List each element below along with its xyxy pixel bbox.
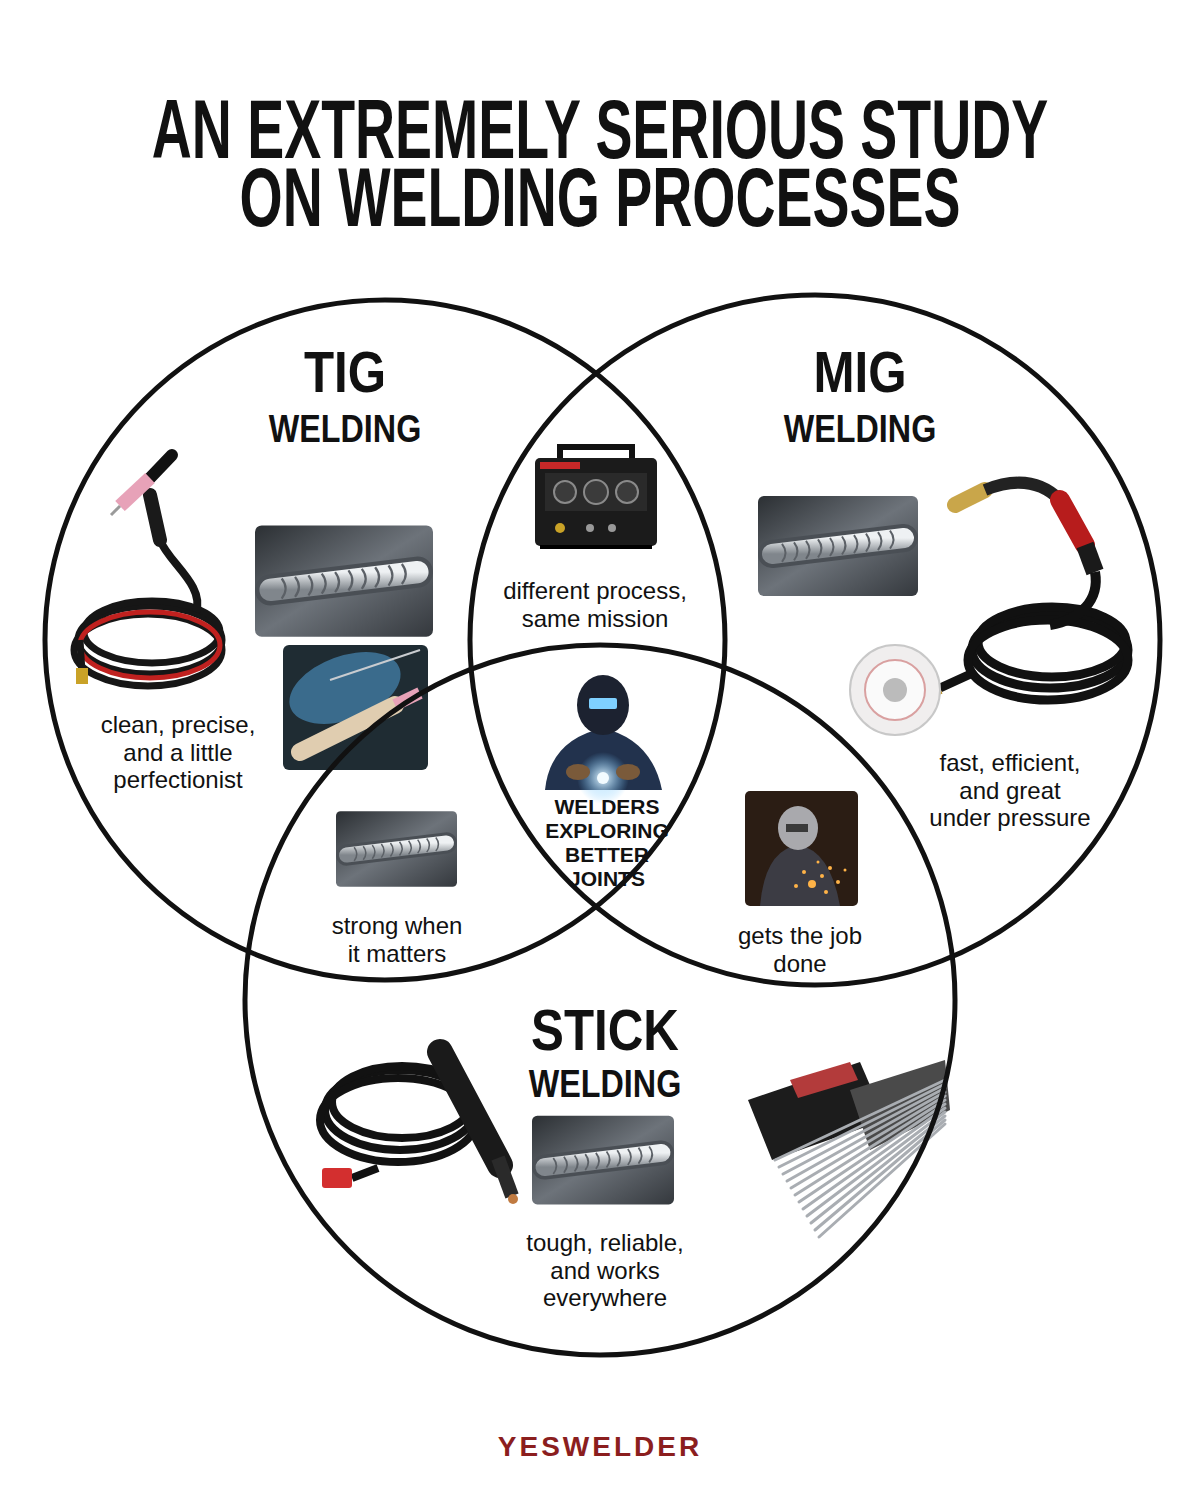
welder-illustration-part <box>566 764 590 780</box>
welder-photo-part <box>786 824 808 832</box>
tig-hand-photo-part <box>330 650 420 680</box>
tig-torch-illustration-part <box>120 478 150 506</box>
circle-description: clean, precise, and a little perfectioni… <box>94 711 262 794</box>
welder-illustration-part <box>597 772 609 784</box>
welder-photo-part-part <box>824 890 828 894</box>
welder-photo-part <box>794 861 847 895</box>
welder-illustration-part <box>616 764 640 780</box>
welder-photo-part-part <box>808 880 816 888</box>
wire-spool-illustration-part <box>850 645 940 735</box>
wire-spool-illustration-part <box>883 678 907 702</box>
tig-torch-illustration-part <box>111 506 120 515</box>
welding-machine-illustration-part <box>555 523 565 533</box>
overlap-label: different process, same mission <box>493 577 698 632</box>
mig-gun-illustration-part <box>985 483 1060 500</box>
wire-spool-illustration <box>850 645 940 735</box>
welding-machine-illustration-part <box>554 481 576 503</box>
circle-description: tough, reliable, and works everywhere <box>521 1229 689 1312</box>
welder-photo <box>745 791 858 906</box>
electrode-box-illustration-part-part <box>811 1116 945 1223</box>
mig-gun-illustration <box>918 483 1128 700</box>
brand-watermark: YESWELDER <box>400 1431 800 1463</box>
welding-machine-illustration-part <box>584 480 608 504</box>
weld-bead-photo <box>532 1116 674 1205</box>
circle-subheading: WELDING <box>469 1063 741 1107</box>
circle-heading: MIG <box>724 339 996 406</box>
electrode-holder-illustration <box>320 1052 518 1204</box>
electrode-holder-illustration-part <box>508 1194 518 1204</box>
circle-subheading: WELDING <box>209 408 481 452</box>
tig-torch-illustration-part <box>150 495 160 540</box>
tig-torch-illustration <box>74 455 222 686</box>
diagram-title: AN EXTREMELY SERIOUS STUDY ON WELDING PR… <box>138 95 1062 231</box>
welding-machine-illustration <box>535 447 657 549</box>
welder-illustration <box>545 675 662 804</box>
welder-illustration-part <box>577 675 629 735</box>
tig-torch-illustration-part <box>80 612 220 678</box>
mig-gun-illustration-part <box>940 672 975 688</box>
electrode-holder-illustration-part <box>322 1168 352 1188</box>
tig-torch-illustration-part <box>150 455 172 478</box>
venn-circle: STICKWELDING tough, reliable, and works e… <box>245 645 955 1355</box>
weld-bead-photo <box>255 525 433 636</box>
mig-gun-illustration-part <box>1085 545 1095 572</box>
overlap-label: strong when it matters <box>327 912 467 967</box>
electrode-holder-illustration-part <box>498 1158 512 1196</box>
tig-torch-illustration-part <box>76 668 88 684</box>
electrode-holder-illustration-part <box>352 1168 378 1178</box>
tig-hand-photo-part <box>300 705 395 752</box>
welder-photo-part <box>778 806 818 850</box>
circle-outline-shape <box>245 645 955 1355</box>
circle-outline-shape <box>45 300 725 980</box>
welding-machine-illustration-part <box>540 545 652 549</box>
welder-photo-part-part <box>820 874 824 878</box>
tig-torch-illustration-part <box>80 640 82 672</box>
welder-photo-part <box>745 791 858 906</box>
mig-gun-illustration-part <box>1060 500 1085 545</box>
mig-gun-illustration-part <box>1050 572 1096 625</box>
circle-heading: STICK <box>469 997 741 1064</box>
circle-heading: TIG <box>209 339 481 406</box>
welding-machine-illustration-part <box>616 481 638 503</box>
center-label: WELDERS EXPLORING BETTER JOINTS <box>540 795 675 892</box>
mig-gun-illustration-part <box>955 490 985 505</box>
welder-photo-part-part <box>836 880 840 884</box>
mig-gun-illustration-part-part <box>968 620 1128 700</box>
circle-outline-shape <box>470 295 1160 985</box>
electrode-holder-illustration-part <box>440 1052 500 1165</box>
welding-machine-illustration-part <box>586 524 594 532</box>
tig-torch-illustration-part <box>74 601 222 686</box>
welder-photo-part-part <box>802 870 806 874</box>
welder-photo-part-part <box>844 869 847 872</box>
welder-photo-part <box>760 845 840 906</box>
welding-machine-illustration-part <box>535 458 657 546</box>
weld-bead-photo <box>758 496 918 596</box>
welder-photo-part-part <box>817 861 820 864</box>
overlap-label: gets the job done <box>728 922 873 977</box>
welding-machine-illustration-part <box>560 447 632 458</box>
circle-subheading: WELDING <box>724 408 996 452</box>
welding-machine-illustration-part <box>540 462 580 469</box>
electrode-box-illustration-part-part <box>807 1112 945 1216</box>
weld-bead-photo <box>336 811 457 887</box>
wire-spool-illustration-part <box>865 660 925 720</box>
electrode-box-illustration-part-part <box>791 1096 945 1188</box>
electrode-box-illustration-part-part <box>803 1108 945 1209</box>
circle-description: fast, efficient, and great under pressur… <box>928 749 1093 832</box>
welder-photo-part-part <box>828 866 832 870</box>
tig-torch-illustration-part <box>160 540 197 612</box>
mig-gun-illustration-part <box>968 607 1128 700</box>
welding-machine-illustration-part <box>545 473 647 511</box>
welding-machine-illustration-part <box>608 524 616 532</box>
electrode-box-illustration-part <box>790 1062 858 1098</box>
welder-illustration-part <box>589 698 617 709</box>
welder-photo-part-part <box>794 884 798 888</box>
